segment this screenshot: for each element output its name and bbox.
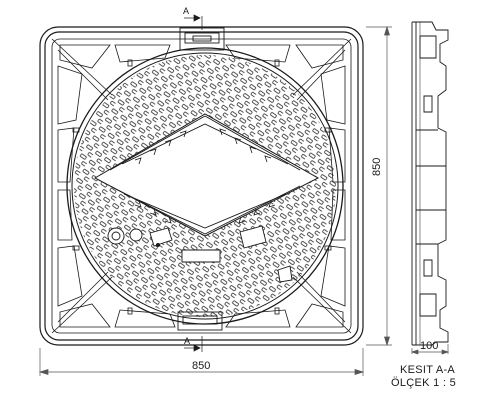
side-section-view <box>411 21 449 346</box>
width-dimension-line <box>38 348 365 376</box>
height-dimension-line <box>366 25 392 347</box>
side-width-dimension-line <box>410 344 450 355</box>
section-mark-bottom: A <box>184 336 191 346</box>
scale-label: ÖLÇEK 1 : 5 <box>391 377 457 389</box>
width-dimension-label: 850 <box>192 360 211 372</box>
section-title: KESIT A-A <box>400 364 456 376</box>
height-dimension-label: 850 <box>371 157 383 176</box>
lid <box>66 47 344 325</box>
section-mark-top: A <box>183 6 190 16</box>
frame-outline <box>39 26 364 346</box>
section-line-a-a <box>184 14 203 352</box>
side-width-dimension-label: 100 <box>420 340 439 352</box>
